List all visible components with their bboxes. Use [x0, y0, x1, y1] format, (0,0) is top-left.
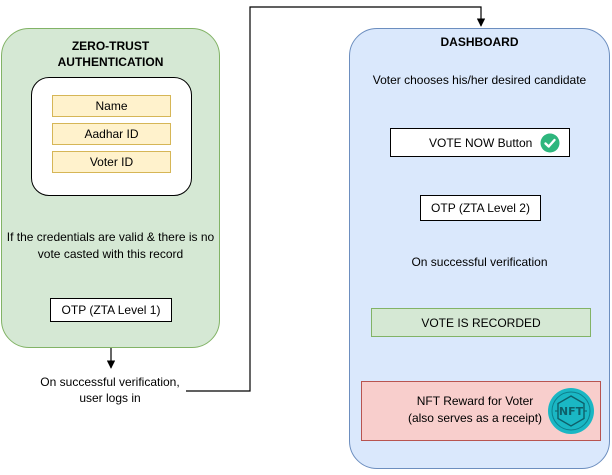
login-line1: On successful verification,	[40, 375, 180, 389]
condition-line2: vote casted with this record	[37, 247, 184, 261]
nft-reward-text: NFT Reward for Voter (also serves as a r…	[395, 393, 555, 427]
login-line2: user logs in	[79, 391, 141, 405]
credential-condition-text: If the credentials are valid & there is …	[1, 229, 220, 263]
nft-icon-label: NFT	[559, 405, 584, 418]
nft-reward-line2: (also serves as a receipt)	[407, 411, 543, 425]
choose-candidate-text: Voter chooses his/her desired candidate	[372, 73, 587, 87]
name-field: Name	[52, 95, 171, 117]
zero-trust-title-line2: AUTHENTICATION	[57, 55, 164, 69]
vote-now-button-box: VOTE NOW Button	[390, 128, 570, 157]
nft-icon: NFT	[547, 387, 595, 435]
vote-now-label: VOTE NOW Button	[429, 135, 533, 150]
zero-trust-title: ZERO-TRUST AUTHENTICATION	[1, 38, 220, 70]
vote-recorded-box: VOTE IS RECORDED	[371, 308, 591, 337]
successful-verification-text: On successful verification	[411, 255, 548, 269]
zero-trust-title-line1: ZERO-TRUST	[71, 39, 150, 53]
aadhar-id-field: Aadhar ID	[52, 123, 171, 145]
otp-level2-box: OTP (ZTA Level 2)	[420, 195, 541, 221]
checkmark-icon	[540, 133, 560, 153]
voter-id-field: Voter ID	[52, 151, 171, 173]
login-text: On successful verification, user logs in	[30, 374, 190, 406]
arrow-login-to-dashboard	[186, 6, 486, 392]
dashboard-title: DASHBOARD	[440, 35, 519, 49]
otp-level1-box: OTP (ZTA Level 1)	[50, 298, 172, 322]
condition-line1: If the credentials are valid & there is …	[6, 230, 215, 244]
nft-reward-line1: NFT Reward for Voter	[416, 394, 534, 408]
